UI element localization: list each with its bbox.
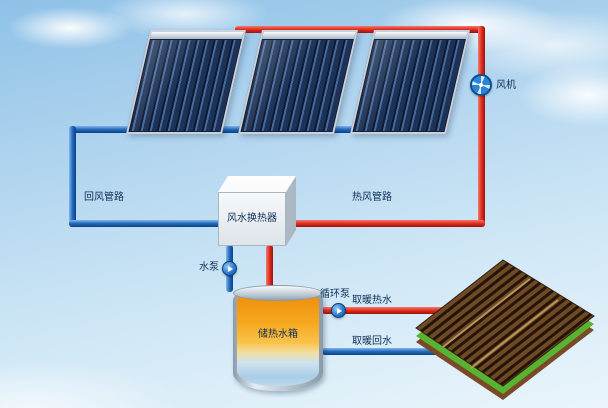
floor-heating-graphic: [415, 259, 595, 400]
storage-tank-lid: [233, 285, 323, 301]
plank-seam: [442, 278, 531, 348]
collector-header: [261, 32, 356, 39]
return-air-pipe-left: [69, 126, 76, 227]
hot-air-pipe-right: [478, 26, 485, 227]
return-air-pipe-to-exchanger: [69, 220, 231, 227]
heating-return-pipe: [322, 348, 462, 355]
return-air-pipe-label: 回风管路: [84, 192, 124, 203]
heating-return-label: 取暖回水: [352, 336, 392, 347]
collector-tubes: [241, 40, 353, 131]
hot-water-pipe-to-tank: [266, 245, 273, 292]
hot-air-pipe-to-exchanger: [275, 220, 485, 227]
water-pump-label: 水泵: [199, 262, 219, 273]
plank-seam: [470, 299, 559, 369]
heat-exchanger-side-face: [286, 176, 296, 246]
fan-label: 风机: [496, 80, 516, 91]
heat-exchanger-label: 风水换热器: [227, 213, 277, 224]
hot-air-pipe-top: [235, 26, 485, 33]
floor-heating-module: [403, 246, 603, 404]
heating-supply-pipe: [322, 307, 462, 314]
heat-exchanger-front-face: 风水换热器: [218, 192, 286, 246]
storage-tank-label: 储热水箱: [258, 329, 298, 340]
fan-icon: [470, 74, 492, 96]
heat-exchanger-top-face: [218, 176, 296, 192]
circulation-pump-label: 循环泵: [320, 289, 350, 300]
heating-supply-label: 取暖热水: [352, 295, 392, 306]
storage-tank-liquid: [237, 296, 319, 386]
collector-tubes: [129, 40, 241, 131]
floor-coil-planks: [415, 259, 595, 387]
circulation-pump-icon: [331, 303, 346, 318]
storage-tank-body: [233, 293, 323, 391]
collector-header: [373, 32, 468, 39]
water-pump-icon: [222, 261, 237, 276]
collector-header: [149, 32, 244, 39]
collector-tubes: [353, 40, 465, 131]
hot-air-pipe-label: 热风管路: [352, 192, 392, 203]
heat-exchanger: 风水换热器: [210, 176, 296, 248]
storage-tank: 储热水箱: [233, 285, 323, 391]
